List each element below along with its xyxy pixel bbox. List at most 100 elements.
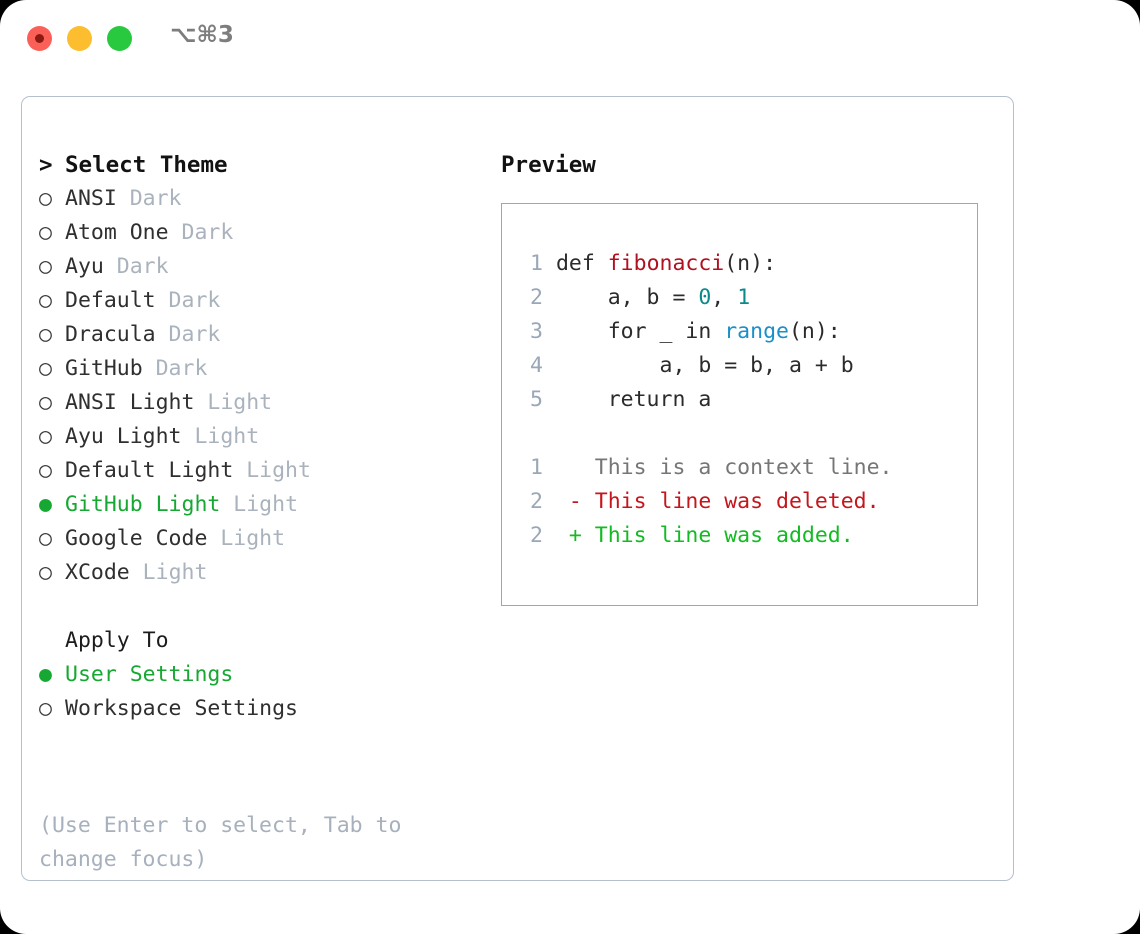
radio-unselected-icon: ○ <box>39 356 52 381</box>
theme-item[interactable]: ○ Atom One Dark <box>39 216 469 250</box>
code-line: 4 a, b = b, a + b <box>521 349 893 383</box>
theme-item-label: GitHub <box>65 356 143 381</box>
theme-item[interactable]: ○ Default Light Light <box>39 454 469 488</box>
code-token: This is a context line. <box>555 455 893 480</box>
radio-unselected-icon: ○ <box>39 424 52 449</box>
theme-item-label: Atom One <box>65 220 169 245</box>
theme-item-label: XCode <box>65 560 130 585</box>
theme-item[interactable]: ○ ANSI Dark <box>39 182 469 216</box>
theme-item[interactable]: ○ GitHub Dark <box>39 352 469 386</box>
theme-item-label: Google Code <box>65 526 208 551</box>
theme-picker-header: > Select Theme <box>39 148 469 182</box>
code-token: 1 <box>737 285 751 310</box>
theme-item-label: ANSI <box>65 186 117 211</box>
code-token: a, b = b, a + b <box>555 353 854 378</box>
radio-unselected-icon: ○ <box>39 220 52 245</box>
theme-item-category: Dark <box>103 254 169 279</box>
caret-icon: > <box>39 152 53 178</box>
spacer <box>39 590 469 624</box>
code-token: + This line was added. <box>555 523 854 548</box>
theme-item-category: Light <box>207 526 286 551</box>
radio-unselected-icon: ○ <box>39 254 52 279</box>
close-button[interactable] <box>27 26 52 51</box>
line-number: 4 <box>530 353 543 378</box>
line-number: 2 <box>530 285 543 310</box>
radio-unselected-icon: ○ <box>39 696 52 721</box>
theme-list: ○ ANSI Dark ○ Atom One Dark ○ Ayu Dark ○ Defaul… <box>39 182 469 590</box>
theme-item[interactable]: ○ Ayu Dark <box>39 250 469 284</box>
theme-item[interactable]: ○ Default Dark <box>39 284 469 318</box>
code-token: - This line was deleted. <box>555 489 880 514</box>
radio-selected-icon: ● <box>39 662 52 687</box>
code-line: 2 a, b = 0, 1 <box>521 281 893 315</box>
code-token: return a <box>555 387 712 412</box>
apply-to-option[interactable]: ○ Workspace Settings <box>39 692 469 726</box>
theme-item-category: Dark <box>155 322 221 347</box>
code-token: (n): <box>788 319 841 344</box>
theme-item-label: Dracula <box>65 322 156 347</box>
radio-unselected-icon: ○ <box>39 186 52 211</box>
theme-item-category: Light <box>194 390 273 415</box>
theme-item-label: Default Light <box>65 458 234 483</box>
radio-unselected-icon: ○ <box>39 560 52 585</box>
theme-item-label: Ayu <box>65 254 104 279</box>
line-number: 5 <box>530 387 543 412</box>
keyboard-shortcut-label: ⌥⌘3 <box>170 22 234 48</box>
theme-item[interactable]: ●GitHub Light Light <box>39 488 469 522</box>
theme-item[interactable]: ○ ANSI Light Light <box>39 386 469 420</box>
theme-item[interactable]: ○Google Code Light <box>39 522 469 556</box>
code-line: 1 def fibonacci(n): <box>521 247 893 281</box>
diff-line: 2 - This line was deleted. <box>521 485 893 519</box>
line-number: 2 <box>530 489 543 514</box>
radio-unselected-icon: ○ <box>39 322 52 347</box>
theme-item[interactable]: ○ Ayu Light Light <box>39 420 469 454</box>
line-number: 2 <box>530 523 543 548</box>
diff-line: 1 This is a context line. <box>521 451 893 485</box>
radio-unselected-icon: ○ <box>39 458 52 483</box>
apply-to-option-label: Workspace Settings <box>65 696 298 721</box>
code-token: for _ in <box>555 319 725 344</box>
theme-item-category: Dark <box>168 220 234 245</box>
code-token: fibonacci <box>607 251 725 276</box>
radio-unselected-icon: ○ <box>39 390 52 415</box>
apply-to-list: ● User Settings ○ Workspace Settings <box>39 658 469 726</box>
line-number: 1 <box>530 251 543 276</box>
theme-item-category: Dark <box>116 186 182 211</box>
code-line: 3 for _ in range(n): <box>521 315 893 349</box>
minimize-button[interactable] <box>67 26 92 51</box>
apply-to-title: Apply To <box>65 628 169 653</box>
line-number: 3 <box>530 319 543 344</box>
theme-item-category: Light <box>181 424 260 449</box>
theme-item[interactable]: ○ Dracula Dark <box>39 318 469 352</box>
theme-picker: > Select Theme ○ ANSI Dark ○ Atom One Dark ○ A… <box>39 148 469 726</box>
blank-marker: . <box>39 624 65 658</box>
apply-to-header: .Apply To <box>39 624 469 658</box>
theme-item[interactable]: ○ XCode Light <box>39 556 469 590</box>
preview-section: Preview <box>501 148 596 182</box>
theme-item-label: ANSI Light <box>65 390 195 415</box>
apply-to-option[interactable]: ● User Settings <box>39 658 469 692</box>
theme-item-category: Light <box>129 560 208 585</box>
code-token: def <box>555 251 608 276</box>
code-token: range <box>724 319 789 344</box>
apply-to-option-label: User Settings <box>65 662 234 687</box>
code-spacer <box>521 417 893 451</box>
code-token: 0 <box>698 285 712 310</box>
radio-unselected-icon: ○ <box>39 288 52 313</box>
theme-item-label: GitHub Light <box>65 492 221 517</box>
diff-line: 2 + This line was added. <box>521 519 893 553</box>
code-token: (n): <box>724 251 777 276</box>
keyboard-hint: (Use Enter to select, Tab to change focu… <box>39 813 402 872</box>
theme-item-category: Light <box>233 458 311 483</box>
theme-item-category: Dark <box>155 288 221 313</box>
line-number: 1 <box>530 455 543 480</box>
title-bar: ⌥⌘3 <box>0 0 1140 76</box>
theme-picker-title: Select Theme <box>65 152 228 178</box>
theme-item-category: Dark <box>142 356 208 381</box>
theme-item-label: Default <box>65 288 156 313</box>
maximize-button[interactable] <box>107 26 132 51</box>
theme-item-label: Ayu Light <box>65 424 182 449</box>
